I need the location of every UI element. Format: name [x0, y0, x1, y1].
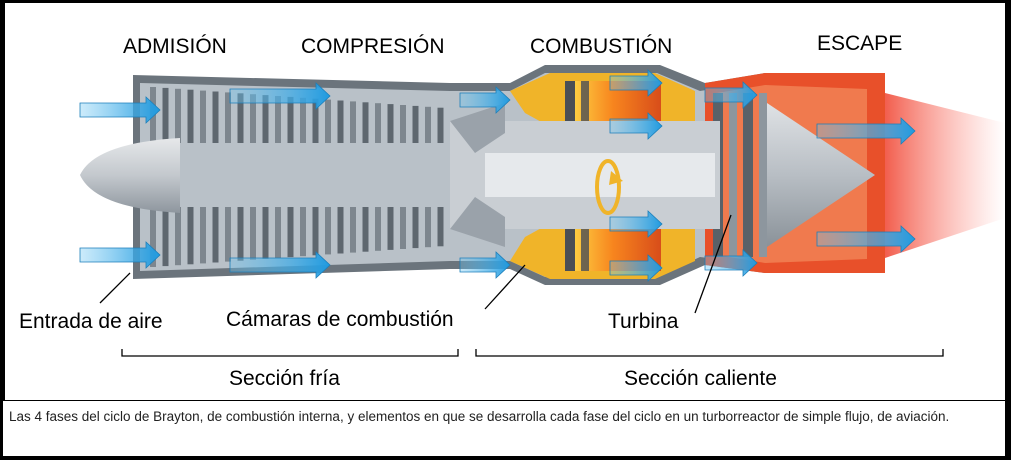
compressor-blade	[187, 89, 194, 143]
airflow-arrow	[229, 251, 331, 279]
phase-title-compresion: COMPRESIÓN	[301, 35, 445, 58]
compressor-blade	[325, 207, 331, 255]
compressor-blade	[437, 107, 444, 143]
compressor-blade	[150, 207, 156, 267]
compressor-blade	[362, 207, 369, 252]
figure-caption: Las 4 fases del ciclo de Brayton, de com…	[3, 401, 1005, 456]
compressor-blade	[387, 104, 394, 143]
compressor-blade	[312, 207, 319, 256]
compressor-blade	[262, 207, 269, 259]
compressor-blade	[225, 92, 231, 143]
compressor-blades	[150, 87, 444, 267]
compressor-blade	[162, 207, 169, 267]
compressor-blade	[300, 97, 306, 143]
airflow-arrow	[816, 117, 916, 145]
airflow-arrow	[79, 241, 161, 269]
airflow-arrow	[609, 254, 663, 282]
compressor-blade	[212, 91, 219, 143]
compressor-blade	[212, 207, 219, 263]
compressor-blade	[350, 101, 356, 143]
exhaust-plume	[885, 93, 1005, 258]
compressor-blade	[250, 207, 256, 260]
compressor-blade	[200, 90, 206, 143]
compressor-blade	[412, 207, 419, 249]
airflow-arrow	[704, 81, 758, 109]
airflow-arrow	[79, 96, 161, 124]
compressor-blade	[437, 207, 444, 247]
compressor-blade	[425, 207, 431, 248]
compressor-blade	[162, 87, 169, 143]
airflow-arrows	[79, 69, 916, 282]
airflow-arrow	[459, 86, 511, 114]
compressor-blade	[237, 207, 244, 261]
phase-title-combustion: COMBUSTIÓN	[530, 35, 672, 58]
leader-lines	[99, 214, 732, 314]
compressor-blade	[200, 207, 206, 264]
turbojet-diagram: ADMISIÓN COMPRESIÓN COMBUSTIÓN ESCAPE En…	[19, 32, 1005, 390]
compressor-blade	[237, 93, 244, 143]
compressor-blade	[275, 96, 281, 143]
section-bracket-fria	[121, 349, 459, 357]
airflow-arrow	[459, 251, 511, 279]
label-turbina: Turbina	[608, 310, 679, 333]
compressor-blade	[287, 207, 294, 258]
compressor-blade	[400, 207, 406, 249]
airflow-arrow	[609, 210, 663, 238]
compressor-blade	[250, 94, 256, 143]
compressor-blade	[362, 102, 369, 143]
compressor-blade	[337, 207, 344, 254]
compressor-blade	[175, 207, 181, 266]
airflow-arrow	[816, 225, 916, 253]
compressor-blade	[425, 106, 431, 143]
central-shaft	[450, 103, 720, 247]
compressor-blade	[187, 207, 194, 265]
airflow-arrow	[609, 112, 663, 140]
compressor-blade	[312, 98, 319, 143]
section-label-fria: Sección fría	[229, 367, 340, 390]
airflow-arrow	[229, 82, 331, 110]
compressor-blade	[387, 207, 394, 250]
compressor-blade	[300, 207, 306, 257]
phase-title-escape: ESCAPE	[817, 32, 902, 55]
exhaust-cone	[767, 103, 875, 247]
airflow-arrow	[609, 69, 663, 97]
compressor-blade	[337, 100, 344, 143]
section-bracket-caliente	[475, 349, 944, 357]
label-camaras-combustion: Cámaras de combustión	[226, 308, 454, 331]
compressor-blade	[412, 105, 419, 143]
rotation-arrow-icon	[595, 159, 623, 215]
compressor-blade	[325, 99, 331, 143]
compressor-blade	[375, 207, 381, 251]
intake-spinner	[80, 138, 180, 213]
compressor-blade	[400, 105, 406, 143]
compressor-blade	[275, 207, 281, 258]
compressor-blade	[287, 96, 294, 143]
compressor-blade	[175, 88, 181, 143]
compressor-blade	[375, 103, 381, 143]
compressor-blade	[350, 207, 356, 253]
compressor-blade	[225, 207, 231, 262]
label-entrada-aire: Entrada de aire	[19, 310, 163, 333]
compressor-blade	[262, 95, 269, 143]
section-label-caliente: Sección caliente	[624, 367, 777, 390]
phase-title-admision: ADMISIÓN	[123, 35, 227, 58]
